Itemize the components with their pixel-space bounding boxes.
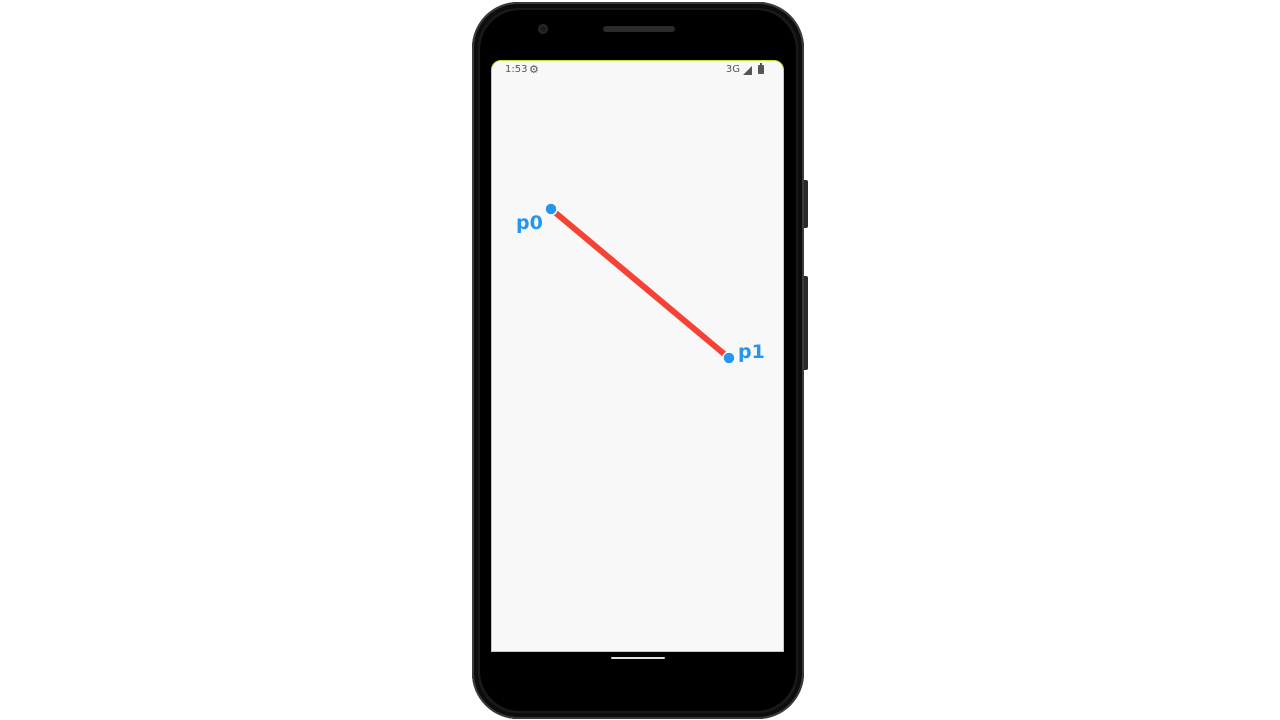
power-button [804, 180, 808, 228]
battery-icon [758, 63, 764, 74]
signal-icon [743, 66, 752, 75]
home-indicator[interactable] [611, 657, 665, 659]
point-p1-handle[interactable] [722, 351, 736, 365]
volume-button [804, 276, 808, 370]
front-camera [538, 24, 548, 34]
network-type: 3G [725, 64, 740, 75]
line-segment [548, 206, 732, 361]
app-screen[interactable]: 1:53 ⚙ 3G p0 p1 [491, 60, 784, 652]
point-p0-handle[interactable] [544, 202, 558, 216]
drawing-canvas[interactable]: p0 p1 [492, 61, 783, 651]
point-p1-label: p1 [738, 341, 765, 363]
status-time: 1:53 [505, 64, 528, 75]
settings-gear-icon: ⚙ [529, 63, 539, 76]
status-bar: 1:53 ⚙ 3G [492, 61, 783, 79]
point-p0-label: p0 [516, 212, 543, 234]
earpiece-speaker [603, 26, 675, 32]
